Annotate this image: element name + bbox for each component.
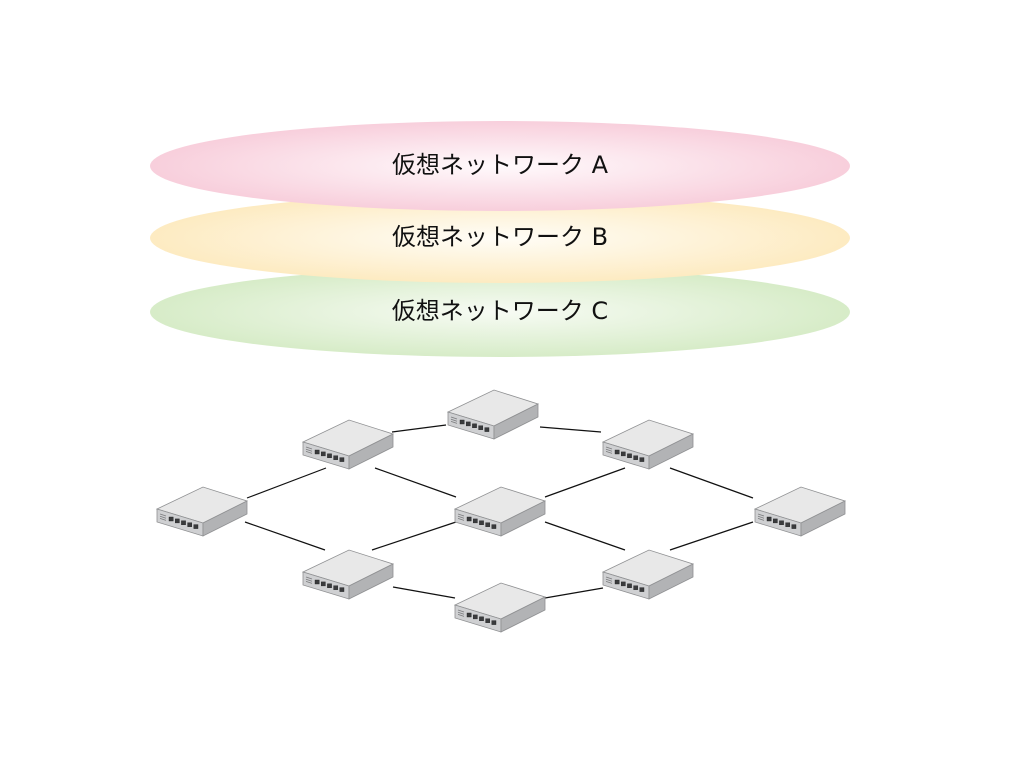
network-link-lower-left-bottom — [392, 586, 456, 599]
network-link-left-upper-left — [246, 467, 327, 499]
virtual-network-c-label: 仮想ネットワーク C — [391, 297, 609, 325]
network-link-upper-right-right — [669, 467, 754, 499]
network-switch-icon-bottom — [453, 582, 547, 633]
network-switch-icon-upper-right — [601, 419, 695, 470]
network-link-lower-left-center — [371, 521, 457, 551]
network-switch-icon-right — [753, 486, 847, 537]
virtual-network-b-label: 仮想ネットワーク B — [391, 223, 609, 251]
network-link-upper-left-center — [374, 467, 457, 498]
network-link-top-upper-right — [539, 426, 602, 433]
network-links — [244, 424, 754, 599]
network-link-lower-right-right — [669, 521, 754, 551]
network-switch-icon-lower-left — [301, 549, 395, 600]
network-switch-icon-top — [446, 389, 540, 440]
network-link-center-upper-right — [544, 467, 626, 498]
network-switch-icon-upper-left — [301, 419, 395, 470]
virtual-network-a-layer — [150, 121, 850, 211]
network-switch-icon-left — [155, 486, 249, 537]
network-switches — [155, 389, 847, 633]
network-switch-icon-lower-right — [601, 549, 695, 600]
network-link-upper-left-top — [391, 424, 447, 433]
network-switch-icon-center — [453, 486, 547, 537]
network-link-center-lower-right — [544, 521, 626, 551]
network-link-bottom-lower-right — [544, 587, 604, 599]
network-link-left-lower-left — [244, 521, 326, 551]
virtual-network-a-label: 仮想ネットワーク A — [391, 151, 609, 179]
